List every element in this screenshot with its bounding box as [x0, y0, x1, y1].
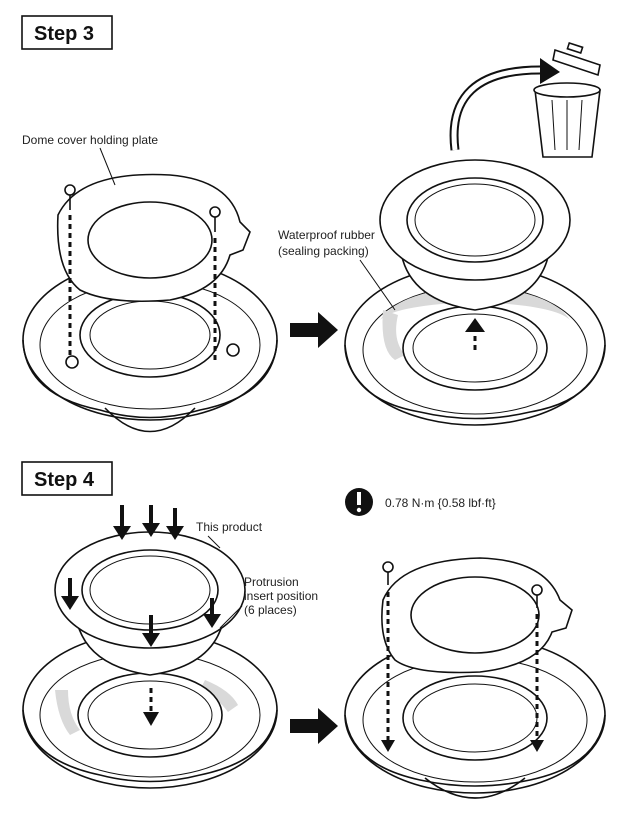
dome-bottom — [104, 407, 196, 433]
step4-left-assembly — [22, 505, 278, 789]
label-dome-cover-holding-plate: Dome cover holding plate — [22, 133, 158, 147]
step3-header: Step 3 — [21, 15, 113, 50]
label-six-places: (6 places) — [244, 603, 297, 617]
curved-discard-arrow — [449, 65, 541, 151]
label-this-product: This product — [196, 520, 263, 534]
waterproof-rubber — [382, 310, 405, 360]
label-sealing-packing: (sealing packing) — [278, 244, 369, 258]
step3-title: Step 3 — [34, 23, 94, 45]
label-protrusion: Protrusion — [244, 575, 299, 589]
step4-title: Step 4 — [34, 469, 95, 491]
screw-icon — [382, 561, 394, 585]
screw-icon — [64, 184, 76, 210]
trash-can-icon — [533, 41, 601, 158]
right-arrow-icon — [290, 312, 338, 348]
step4-right-assembly — [344, 557, 606, 799]
step3-left-assembly — [22, 173, 278, 433]
label-waterproof-rubber: Waterproof rubber — [278, 228, 375, 242]
screw-icon — [531, 584, 543, 608]
step3-right-assembly — [344, 159, 606, 426]
press-arrows — [61, 505, 221, 647]
label-insert-position: insert position — [244, 589, 318, 603]
base-opening — [79, 292, 221, 378]
screw-icon — [209, 206, 221, 232]
caution-icon — [345, 488, 373, 516]
torque-spec: 0.78 N·m {0.58 lbf·ft} — [385, 496, 496, 510]
step4-header: Step 4 — [21, 461, 113, 496]
right-arrow-icon — [290, 708, 338, 744]
